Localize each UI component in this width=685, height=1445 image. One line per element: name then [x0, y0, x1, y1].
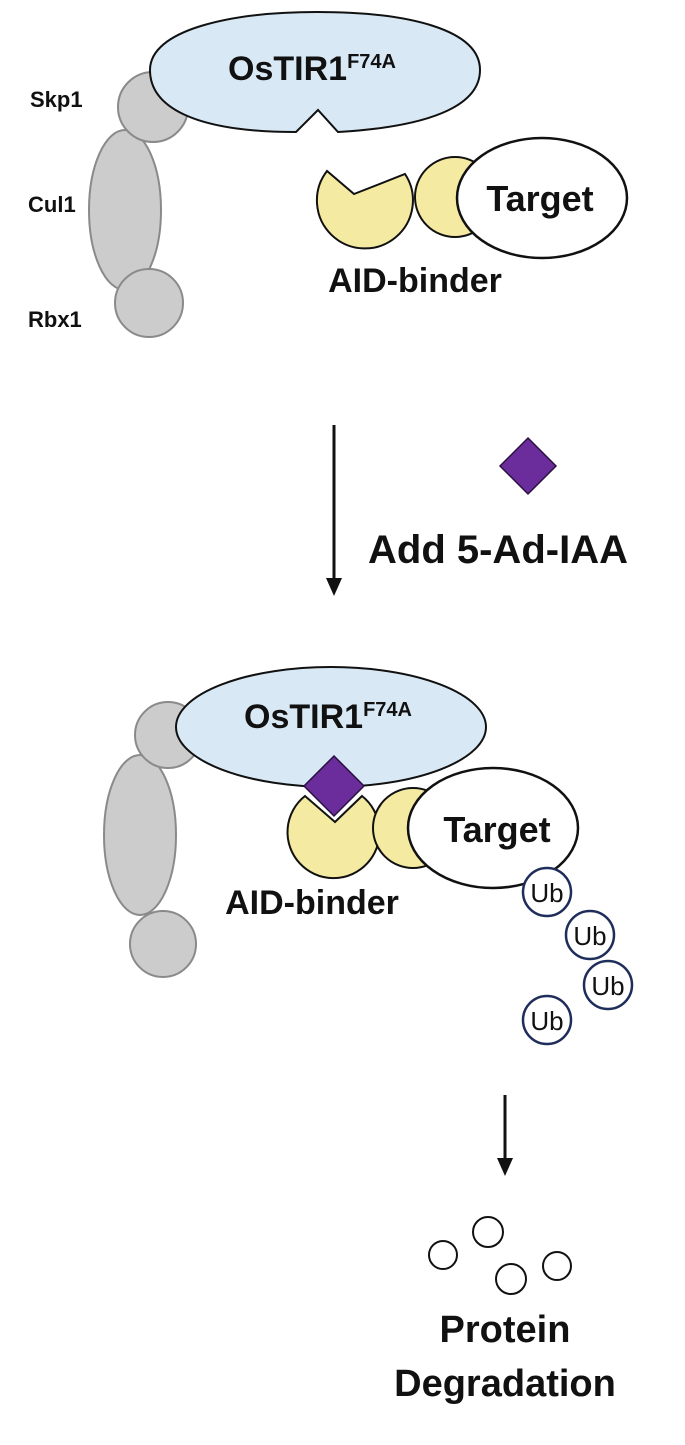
rbx1-shape-bottom [129, 910, 197, 978]
result-label-line2: Degradation [394, 1363, 616, 1405]
aid-binder-label-top: AID-binder [328, 262, 502, 300]
target-shape [455, 136, 629, 260]
step2-arrow [497, 1095, 513, 1176]
ub-label-3: Ub [591, 971, 624, 1001]
fragment-circle [495, 1263, 527, 1295]
rbx1-shape [114, 268, 184, 338]
cul1-shape [88, 129, 162, 291]
ub-label-2: Ub [573, 921, 606, 951]
target-shape-bottom [406, 766, 580, 890]
ub-circle-1 [521, 866, 573, 918]
ub-circle-4 [521, 994, 573, 1046]
ligand-bound-diamond-icon [302, 754, 366, 818]
cul1-shape-bottom [103, 754, 177, 916]
fragment-circle [428, 1240, 458, 1270]
ub-circle-2 [564, 909, 616, 961]
ligand-diamond-icon [498, 436, 558, 496]
ub-label-1: Ub [530, 878, 563, 908]
target-label-bottom: Target [443, 809, 550, 850]
result-label-line1: Protein [440, 1309, 571, 1351]
skp1-label: Skp1 [30, 87, 83, 112]
cul1-label: Cul1 [28, 192, 76, 217]
ub-circle-3 [582, 959, 634, 1011]
top-complex [88, 10, 629, 338]
tir1-label-bottom: OsTIR1F74A [244, 698, 412, 736]
fragment-circle [542, 1251, 572, 1281]
step1-arrow [326, 425, 342, 596]
degraded-fragments [428, 1216, 572, 1295]
ub-label-4: Ub [530, 1006, 563, 1036]
bottom-complex [103, 666, 634, 1046]
tir1-shape [148, 10, 482, 134]
target-label-top: Target [486, 178, 593, 219]
aid-binder-label-bottom: AID-binder [225, 884, 399, 922]
rbx1-label: Rbx1 [28, 307, 82, 332]
ubiquitin-chain [521, 866, 634, 1046]
fragment-circle [472, 1216, 504, 1248]
aid-binder-shape [315, 169, 414, 250]
tir1-label-top: OsTIR1F74A [228, 50, 396, 88]
step1-label: Add 5-Ad-IAA [368, 528, 628, 572]
